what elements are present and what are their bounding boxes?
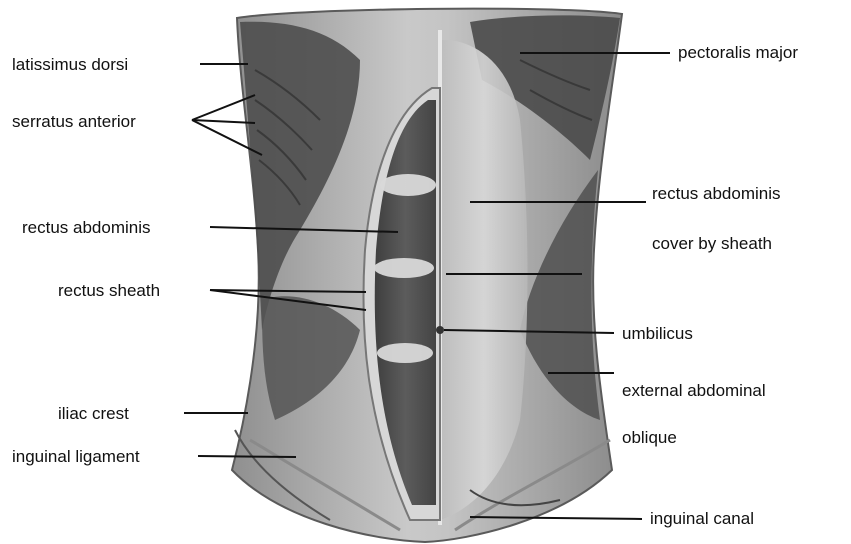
label-serratus-anterior: serratus anterior: [12, 112, 136, 132]
label-external-oblique-line2: oblique: [622, 428, 677, 448]
label-latissimus-dorsi: latissimus dorsi: [12, 55, 128, 75]
label-inguinal-canal: inguinal canal: [650, 509, 754, 529]
label-iliac-crest: iliac crest: [58, 404, 129, 424]
label-rectus-sheath: rectus sheath: [58, 281, 160, 301]
label-external-oblique-line1: external abdominal: [622, 381, 766, 401]
label-rectus-abdominis-cover-line1: rectus abdominis: [652, 184, 781, 204]
umbilicus-mark: [436, 326, 444, 334]
label-rectus-abdominis-cover-line2: cover by sheath: [652, 234, 772, 254]
label-rectus-abdominis: rectus abdominis: [22, 218, 151, 238]
leader-inguinal-lig: [198, 456, 296, 457]
label-inguinal-ligament: inguinal ligament: [12, 447, 140, 467]
label-umbilicus: umbilicus: [622, 324, 693, 344]
label-pectoralis-major: pectoralis major: [678, 43, 798, 63]
